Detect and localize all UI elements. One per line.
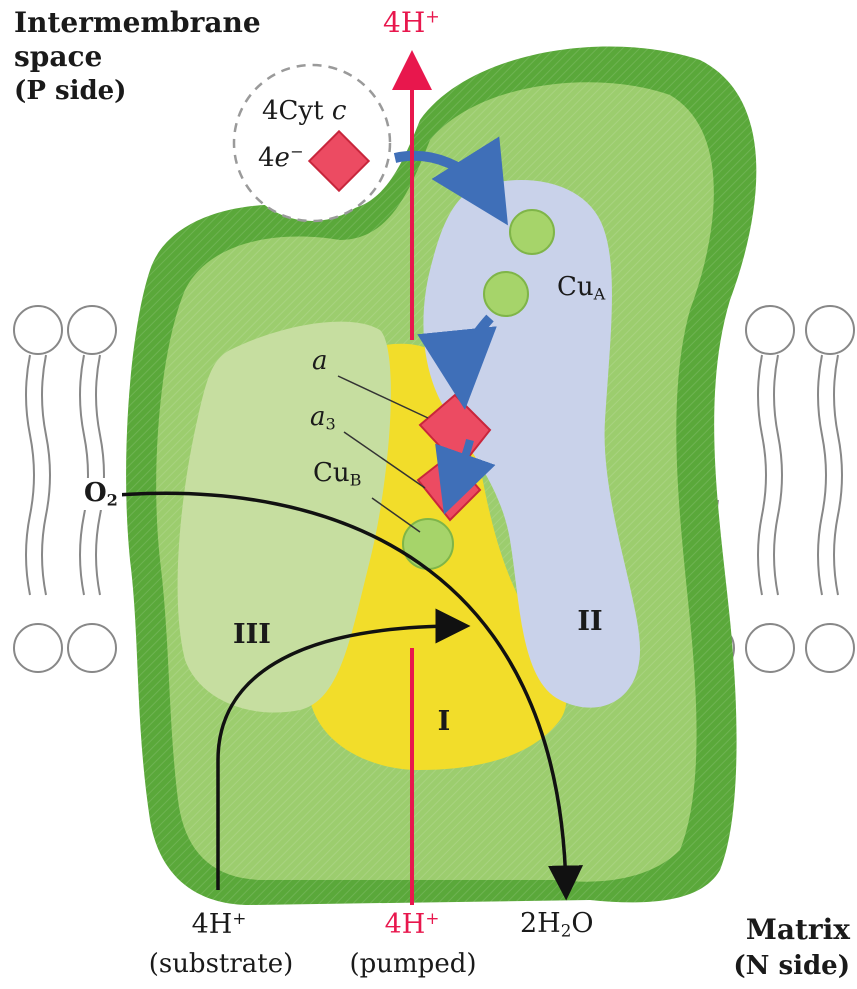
substrate-caption: (substrate) (136, 949, 306, 979)
oxygen-label: O2 (80, 478, 122, 510)
subunit-III-label: III (233, 619, 271, 650)
cuA-sphere-lower (484, 272, 528, 316)
proton-top-label: 4H+ (383, 6, 440, 39)
matrix-line1: Matrix (732, 912, 850, 948)
pumped-proton-label: 4H+ (368, 908, 456, 940)
matrix-side: (N side) (732, 948, 850, 984)
intermembrane-line1: Intermembrane (14, 6, 261, 40)
intermembrane-label: Intermembrane space (P side) (14, 6, 261, 108)
pumped-caption: (pumped) (338, 949, 488, 979)
heme-a-label: a (312, 346, 328, 376)
cuA-sphere-upper (510, 210, 554, 254)
cuA-label: CuA (557, 272, 605, 304)
cytc-label: 4Cyt c (262, 96, 346, 126)
water-label: 2H2O (520, 908, 594, 941)
cuB-label: CuB (313, 458, 361, 490)
subunit-I-label: I (438, 706, 451, 737)
matrix-label: Matrix (N side) (732, 912, 850, 984)
intermembrane-line2: space (14, 40, 261, 74)
intermembrane-side: (P side) (14, 74, 261, 108)
cuB-sphere (403, 519, 453, 569)
heme-a3-label: a3 (310, 402, 336, 434)
subunit-II-label: II (577, 606, 602, 637)
electrons-label: 4e− (258, 142, 303, 173)
substrate-proton-label: 4H+ (175, 908, 263, 940)
